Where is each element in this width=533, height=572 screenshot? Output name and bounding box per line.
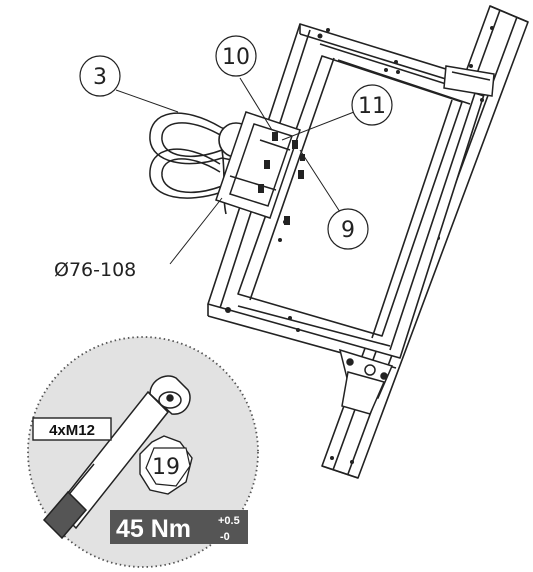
- tolerance-plus: +0.5: [218, 515, 240, 527]
- callout-11-label: 11: [358, 94, 386, 119]
- callout-3-label: 3: [93, 65, 107, 90]
- top-right-bracket: [443, 65, 495, 97]
- callout-10-label: 10: [222, 45, 250, 70]
- clamp-plate: [215, 111, 301, 219]
- tolerance-minus: -0: [220, 531, 230, 543]
- lower-bracket: [338, 348, 394, 415]
- callout-11: 11: [281, 84, 393, 141]
- bolt-spec-label: 4xM12: [49, 422, 95, 439]
- callout-10: 10: [215, 35, 273, 131]
- socket-hex: 19: [139, 435, 193, 495]
- torque-value: 45 Nm: [116, 515, 191, 543]
- diameter-label: Ø76-108: [54, 259, 136, 281]
- torque-badge: 45 Nm +0.5 -0: [110, 510, 248, 544]
- wrench-icon: [42, 375, 191, 540]
- callout-3: 3: [79, 55, 179, 113]
- bolt-spec-box: 4xM12: [32, 417, 112, 441]
- callout-9-label: 9: [341, 218, 355, 243]
- torque-detail: 4xM12 19 45 Nm +0.5 -0: [27, 336, 259, 568]
- clamp-nuts: [258, 132, 305, 225]
- socket-size-label: 19: [152, 455, 180, 480]
- diameter-dimension: Ø76-108: [54, 197, 223, 281]
- callout-9: 9: [299, 149, 369, 250]
